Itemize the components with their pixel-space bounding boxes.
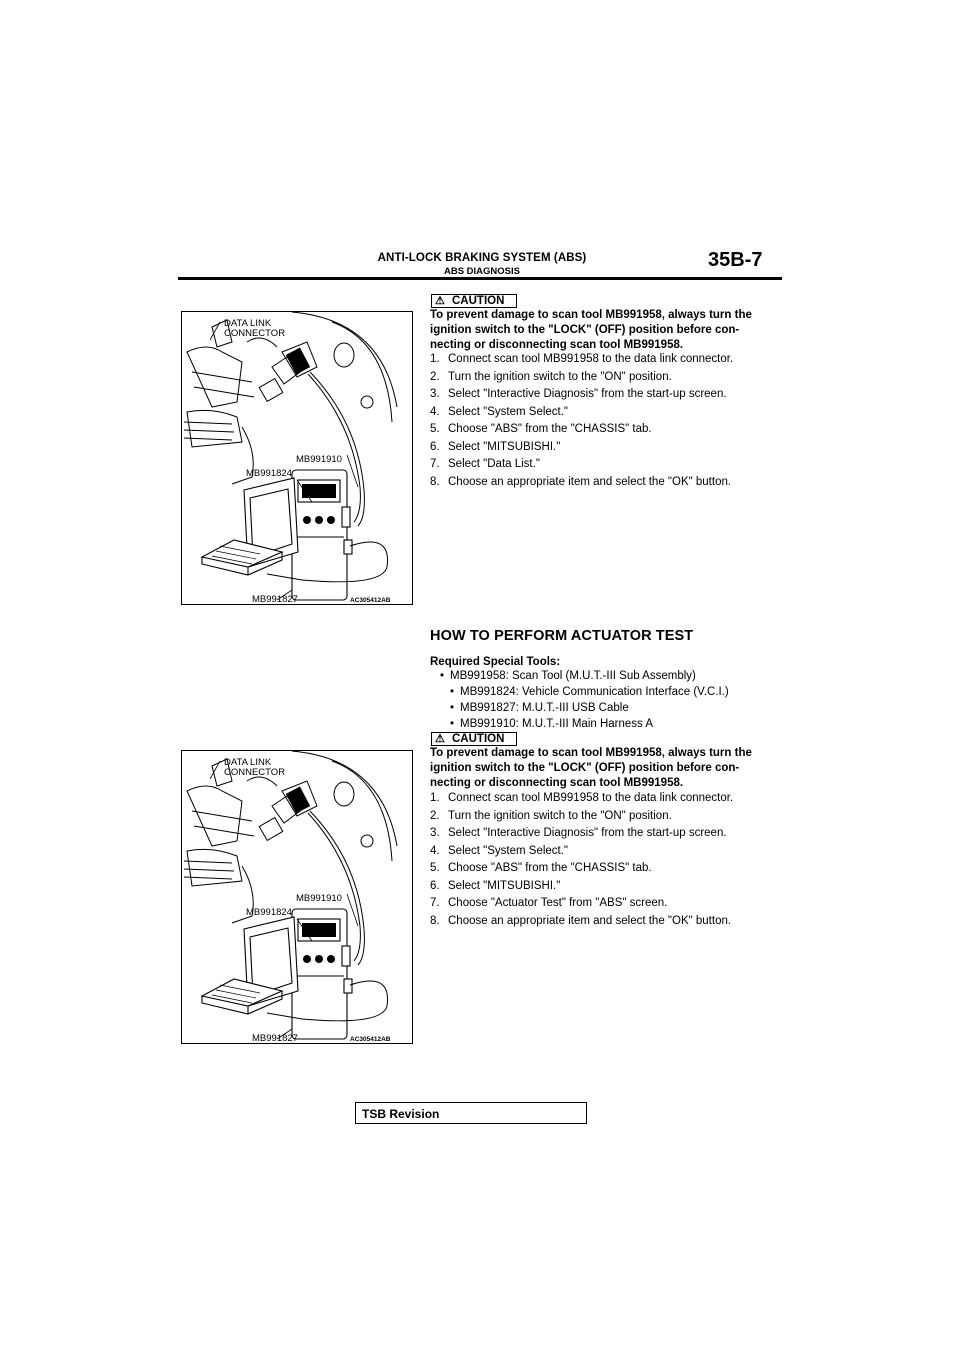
tsb-revision-label: TSB Revision [362, 1107, 440, 1121]
list-item: 8.Choose an appropriate item and select … [430, 475, 732, 488]
caution-badge: ⚠ CAUTION [431, 732, 517, 746]
list-item: 7.Choose "Actuator Test" from "ABS" scre… [430, 897, 668, 909]
section-title: ANTI-LOCK BRAKING SYSTEM (ABS) [377, 252, 587, 264]
caution-text: To prevent damage to scan tool MB991958,… [430, 747, 752, 789]
warning-icon: ⚠ [435, 295, 445, 307]
header-rule [178, 277, 782, 280]
list-item: •MB991910: M.U.T.-III Main Harness A [450, 718, 654, 730]
list-item: 3.Select "Interactive Diagnosis" from th… [430, 827, 727, 839]
required-tools-label: Required Special Tools: [430, 656, 561, 668]
figure-code: AC305412AB [350, 1036, 391, 1043]
list-item: 6.Select "MITSUBISHI." [430, 879, 561, 892]
list-item: 4.Select "System Select." [430, 405, 569, 418]
label-connector: CONNECTOR [224, 328, 285, 339]
list-item: •MB991958: Scan Tool (M.U.T.-III Sub Ass… [440, 670, 696, 682]
section-subtitle: ABS DIAGNOSIS [443, 266, 520, 277]
label-mb991910: MB991910 [296, 454, 342, 465]
caution-badge: ⚠ CAUTION [431, 294, 517, 308]
list-item: 7.Select "Data List." [430, 458, 540, 470]
label-data-link: DATA LINK [224, 318, 272, 329]
figure-code: AC305412AB [350, 597, 391, 604]
caution-text: To prevent damage to scan tool MB991958,… [430, 309, 752, 351]
tsb-revision-box: TSB Revision [355, 1102, 587, 1124]
list-item: •MB991827: M.U.T.-III USB Cable [450, 702, 629, 714]
label-mb991824: MB991824 [246, 907, 292, 918]
scan-tool-connection-illustration: DATA LINK CONNECTOR MB991910 MB991824 MB… [183, 751, 398, 1043]
page-number: 35B-7 [708, 249, 763, 271]
figure-scan-tool-connection-1: DATA LINK CONNECTOR MB991910 MB991824 MB… [181, 311, 413, 605]
label-mb991827: MB991827 [252, 1033, 298, 1043]
label-mb991827: MB991827 [252, 594, 298, 604]
list-item: 6.Select "MITSUBISHI." [430, 440, 561, 453]
list-item: 2.Turn the ignition switch to the "ON" p… [430, 370, 672, 383]
list-item: 5.Choose "ABS" from the "CHASSIS" tab. [430, 862, 652, 874]
label-mb991910: MB991910 [296, 893, 342, 904]
list-item: 5.Choose "ABS" from the "CHASSIS" tab. [430, 423, 652, 435]
procedure-steps-1: 1.Connect scan tool MB991958 to the data… [430, 351, 780, 491]
procedure-steps-2: 1.Connect scan tool MB991958 to the data… [430, 790, 780, 930]
figure-scan-tool-connection-2: DATA LINK CONNECTOR MB991910 MB991824 MB… [181, 750, 413, 1044]
label-data-link: DATA LINK [224, 757, 272, 768]
list-item: 3.Select "Interactive Diagnosis" from th… [430, 388, 727, 400]
required-tools-list: •MB991958: Scan Tool (M.U.T.-III Sub Ass… [430, 668, 780, 732]
warning-icon: ⚠ [435, 733, 445, 745]
list-item: 2.Turn the ignition switch to the "ON" p… [430, 809, 672, 822]
label-connector: CONNECTOR [224, 767, 285, 778]
list-item: 1.Connect scan tool MB991958 to the data… [430, 792, 734, 804]
list-item: 8.Choose an appropriate item and select … [430, 914, 732, 927]
section-heading: HOW TO PERFORM ACTUATOR TEST [430, 628, 694, 644]
list-item: •MB991824: Vehicle Communication Interfa… [450, 686, 729, 698]
scan-tool-connection-illustration: DATA LINK CONNECTOR MB991910 MB991824 MB… [183, 312, 398, 604]
list-item: 1.Connect scan tool MB991958 to the data… [430, 353, 734, 365]
list-item: 4.Select "System Select." [430, 844, 569, 857]
label-mb991824: MB991824 [246, 468, 292, 479]
caution-label: CAUTION [452, 733, 505, 745]
caution-label: CAUTION [452, 295, 505, 307]
